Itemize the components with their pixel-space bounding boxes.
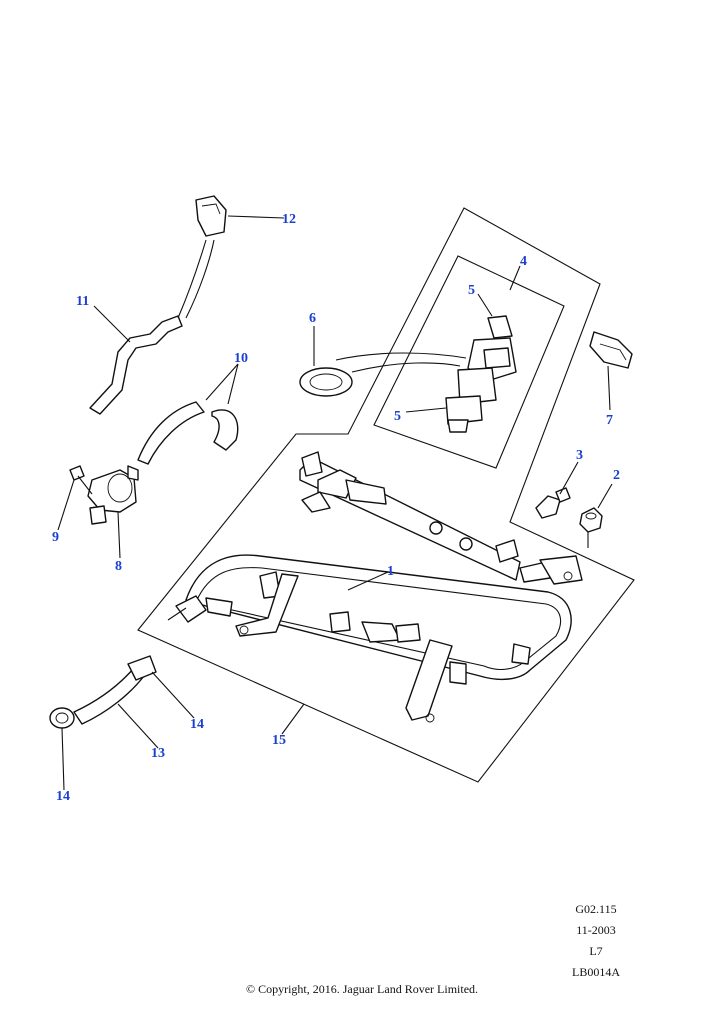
fuel-injector <box>445 315 517 433</box>
assembly-outline-frame <box>137 207 635 783</box>
callout-11: 11 <box>76 294 89 309</box>
callout-10: 10 <box>234 351 248 366</box>
callout-5-top: 5 <box>468 283 475 298</box>
retaining-clip <box>589 331 633 369</box>
callout-12: 12 <box>282 212 296 227</box>
drawing-sheet: L7 <box>589 944 603 958</box>
callout-8: 8 <box>115 559 122 574</box>
callout-13: 13 <box>151 746 165 761</box>
quick-connector <box>195 195 227 237</box>
drawing-date: 11-2003 <box>576 923 616 937</box>
callout-3: 3 <box>576 448 583 463</box>
callout-5-bottom: 5 <box>394 409 401 424</box>
fuel-feed-pipe <box>89 239 215 415</box>
drawing-code: LB0014A <box>572 965 620 979</box>
drawing-number: G02.115 <box>575 902 617 916</box>
callout-7: 7 <box>606 413 613 428</box>
pressure-regulator <box>87 465 139 525</box>
copyright-notice: © Copyright, 2016. Jaguar Land Rover Lim… <box>245 982 479 996</box>
callout-4: 4 <box>520 254 527 269</box>
callout-9: 9 <box>52 530 59 545</box>
callout-1: 1 <box>387 564 394 579</box>
bolt <box>69 465 93 495</box>
fuel-rail-assembly <box>167 451 583 723</box>
injector-box-frame <box>373 255 565 469</box>
nut <box>579 507 603 533</box>
hose-clip <box>49 655 157 729</box>
schrader-valve <box>535 487 571 519</box>
callout-6: 6 <box>309 311 316 326</box>
callout-15: 15 <box>272 733 286 748</box>
callout-14-right: 14 <box>190 717 204 732</box>
callout-14-bottom: 14 <box>56 789 70 804</box>
o-ring-seal <box>299 367 353 397</box>
callout-2: 2 <box>613 468 620 483</box>
vacuum-hose <box>137 401 239 465</box>
